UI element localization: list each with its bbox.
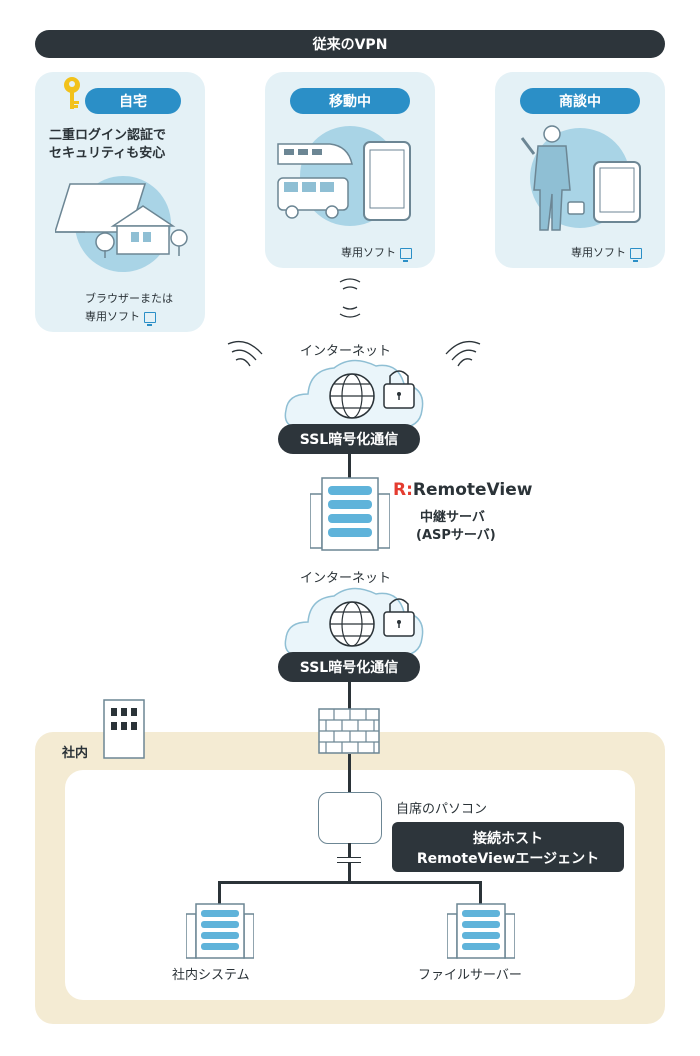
- fileserver-label: ファイルサーバー: [418, 968, 522, 983]
- brand-logo: R:RemoteView: [393, 480, 532, 500]
- host-label-box: 接続ホスト RemoteViewエージェント: [392, 822, 624, 872]
- home-description-line2: セキュリティも安心: [49, 146, 166, 161]
- ssl-label-2: SSL暗号化通信: [278, 652, 420, 682]
- ssl-label-1: SSL暗号化通信: [278, 424, 420, 454]
- pc-base: [337, 857, 361, 863]
- cloud-icon: [284, 359, 424, 429]
- building-icon: [103, 699, 145, 759]
- mobile-card: 移動中 専用ソフト: [265, 72, 435, 268]
- pc-stand: [348, 843, 351, 883]
- pc-icon: [318, 792, 382, 844]
- wifi-signal-icon: [227, 340, 263, 367]
- host-label-line1: 接続ホスト: [473, 831, 543, 847]
- meeting-label: 商談中: [520, 88, 640, 114]
- home-software-line1: ブラウザーまたは: [85, 292, 173, 305]
- connector-line: [348, 682, 351, 710]
- home-software-label: 専用ソフト: [85, 310, 140, 323]
- home-illustration: [55, 176, 188, 272]
- network-line: [218, 881, 482, 884]
- home-software-line2: 専用ソフト: [85, 308, 156, 326]
- wifi-signal-icon: [445, 340, 481, 367]
- meeting-card: 商談中 専用ソフト: [495, 72, 665, 268]
- connector-line: [479, 881, 482, 907]
- office-label: 社内: [62, 746, 89, 761]
- home-card: 自宅 二重ログイン認証で セキュリティも安心 ブラウザーまたは 専用ソフト: [35, 72, 205, 332]
- brand-logo-mark: R:: [393, 480, 413, 500]
- relay-label-line1: 中継サーバ: [420, 510, 485, 525]
- host-label-line2: RemoteViewエージェント: [416, 851, 600, 867]
- server-icon: [186, 903, 254, 959]
- mobile-label: 移動中: [290, 88, 410, 114]
- file-server-icon: [447, 903, 515, 959]
- home-label: 自宅: [85, 88, 181, 114]
- diagram-title: 従来のVPN: [35, 30, 665, 58]
- connector-line: [348, 754, 351, 792]
- connector-line: [218, 881, 221, 907]
- system-label: 社内システム: [172, 968, 250, 983]
- cloud-icon: [284, 587, 424, 657]
- wifi-signal-icon: [339, 278, 361, 318]
- connector-line: [348, 454, 351, 478]
- relay-server-icon: [310, 477, 390, 551]
- mobile-software-label: 専用ソフト: [341, 246, 396, 259]
- internet-label-2: インターネット: [300, 571, 392, 586]
- mobile-software: 専用ソフト: [341, 244, 412, 262]
- transport-illustration: [277, 126, 411, 226]
- monitor-icon: [400, 247, 412, 262]
- pc-label: 自席のパソコン: [396, 802, 488, 817]
- firewall-icon: [318, 708, 380, 754]
- monitor-icon: [144, 311, 156, 326]
- meeting-software-label: 専用ソフト: [571, 246, 626, 259]
- meeting-software: 専用ソフト: [571, 244, 642, 262]
- home-description-line1: 二重ログイン認証で: [49, 128, 167, 143]
- brand-name: RemoteView: [412, 480, 533, 500]
- monitor-icon: [630, 247, 642, 262]
- relay-label-line2: (ASPサーバ): [416, 528, 496, 543]
- key-icon: [64, 77, 80, 109]
- internet-label-1: インターネット: [300, 344, 392, 359]
- businessperson-illustration: [520, 125, 641, 231]
